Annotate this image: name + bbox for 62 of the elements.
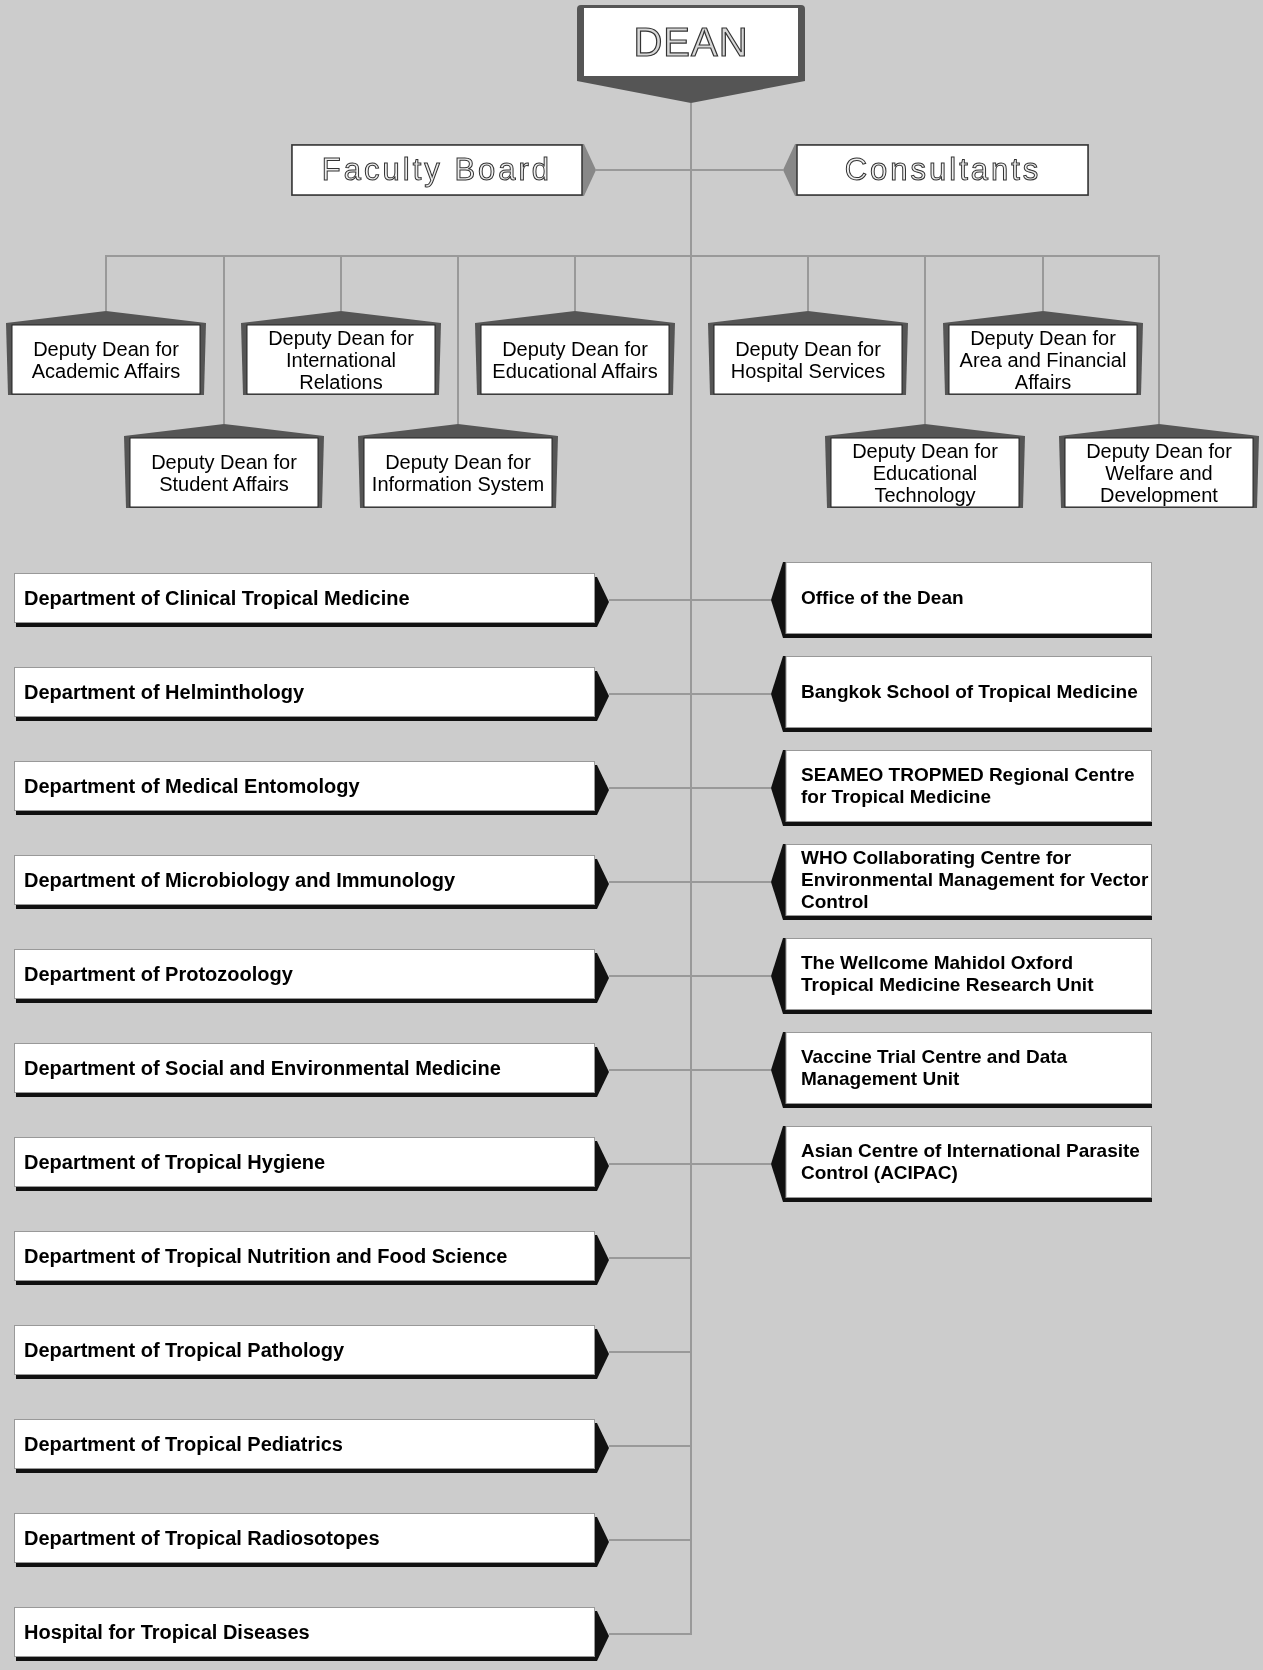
department-box bbox=[14, 1137, 609, 1191]
deputy-dean-box bbox=[1059, 424, 1259, 508]
deputy-dean-box bbox=[943, 311, 1143, 395]
node-label: Deputy Dean for Hospital Services bbox=[729, 338, 887, 382]
node-label: Deputy Dean for Welfare and Development bbox=[1085, 440, 1233, 506]
unit-box bbox=[771, 844, 1152, 920]
node-label: Department of Helminthology bbox=[24, 680, 304, 705]
department-box bbox=[14, 1231, 609, 1285]
node-label: SEAMEO TROPMED Regional Centre for Tropical Medicine bbox=[801, 763, 1136, 808]
node-label: Deputy Dean for Area and Financial Affairs bbox=[958, 327, 1128, 393]
dean-box bbox=[577, 5, 805, 103]
board-box bbox=[783, 144, 1089, 196]
node-label: Department of Microbiology and Immunology bbox=[24, 868, 456, 893]
board-box bbox=[291, 144, 596, 196]
node-label: Deputy Dean for Student Affairs bbox=[150, 451, 298, 495]
deputy-dean-box bbox=[358, 424, 558, 508]
unit-box bbox=[771, 938, 1152, 1014]
node-label: Department of Tropical Nutrition and Food Science bbox=[24, 1244, 508, 1269]
deputy-dean-box bbox=[124, 424, 324, 508]
department-box bbox=[14, 1513, 609, 1567]
node-label: Asian Centre of International Parasite Control (ACIPAC) bbox=[801, 1139, 1141, 1184]
node-label: Deputy Dean for Educational Affairs bbox=[491, 338, 659, 382]
department-box bbox=[14, 949, 609, 1003]
node-label: Department of Tropical Radiosotopes bbox=[24, 1526, 380, 1551]
node-label: Department of Tropical Pediatrics bbox=[24, 1432, 343, 1457]
unit-box bbox=[771, 1032, 1152, 1108]
node-label: Department of Clinical Tropical Medicine bbox=[24, 586, 410, 611]
deputy-dean-box bbox=[708, 311, 908, 395]
unit-box bbox=[771, 562, 1152, 638]
department-box bbox=[14, 1325, 609, 1379]
node-label: DEAN bbox=[633, 19, 749, 66]
department-box bbox=[14, 1043, 609, 1097]
node-label: Department of Social and Environmental Medicine bbox=[24, 1056, 501, 1081]
node-label: Department of Protozoology bbox=[24, 962, 293, 987]
unit-box bbox=[771, 1126, 1152, 1202]
node-label: Deputy Dean for Educational Technology bbox=[851, 440, 999, 506]
unit-box bbox=[771, 750, 1152, 826]
node-label: Consultants bbox=[844, 150, 1042, 189]
department-box bbox=[14, 573, 609, 627]
department-box bbox=[14, 667, 609, 721]
node-label: The Wellcome Mahidol Oxford Tropical Medicine Research Unit bbox=[801, 951, 1095, 996]
node-label: Faculty Board bbox=[321, 150, 553, 189]
deputy-dean-box bbox=[241, 311, 441, 395]
node-label: Department of Medical Entomology bbox=[24, 774, 360, 799]
node-label: Bangkok School of Tropical Medicine bbox=[801, 680, 1138, 703]
node-label: Office of the Dean bbox=[801, 586, 964, 609]
node-label: Deputy Dean for Information System bbox=[370, 451, 546, 495]
unit-box bbox=[771, 656, 1152, 732]
node-label: WHO Collaborating Centre for Environmental Management for Vector Control bbox=[801, 846, 1150, 913]
node-label: Deputy Dean for International Relations bbox=[267, 327, 415, 393]
deputy-dean-box bbox=[825, 424, 1025, 508]
deputy-dean-box bbox=[475, 311, 675, 395]
department-box bbox=[14, 855, 609, 909]
department-box bbox=[14, 761, 609, 815]
node-label: Vaccine Trial Centre and Data Management Unit bbox=[801, 1045, 1069, 1090]
department-box bbox=[14, 1607, 609, 1661]
node-label: Department of Tropical Hygiene bbox=[24, 1150, 326, 1175]
node-label: Deputy Dean for Academic Affairs bbox=[30, 338, 182, 382]
department-box bbox=[14, 1419, 609, 1473]
node-label: Department of Tropical Pathology bbox=[24, 1338, 345, 1363]
deputy-dean-box bbox=[6, 311, 206, 395]
node-label: Hospital for Tropical Diseases bbox=[24, 1620, 310, 1645]
